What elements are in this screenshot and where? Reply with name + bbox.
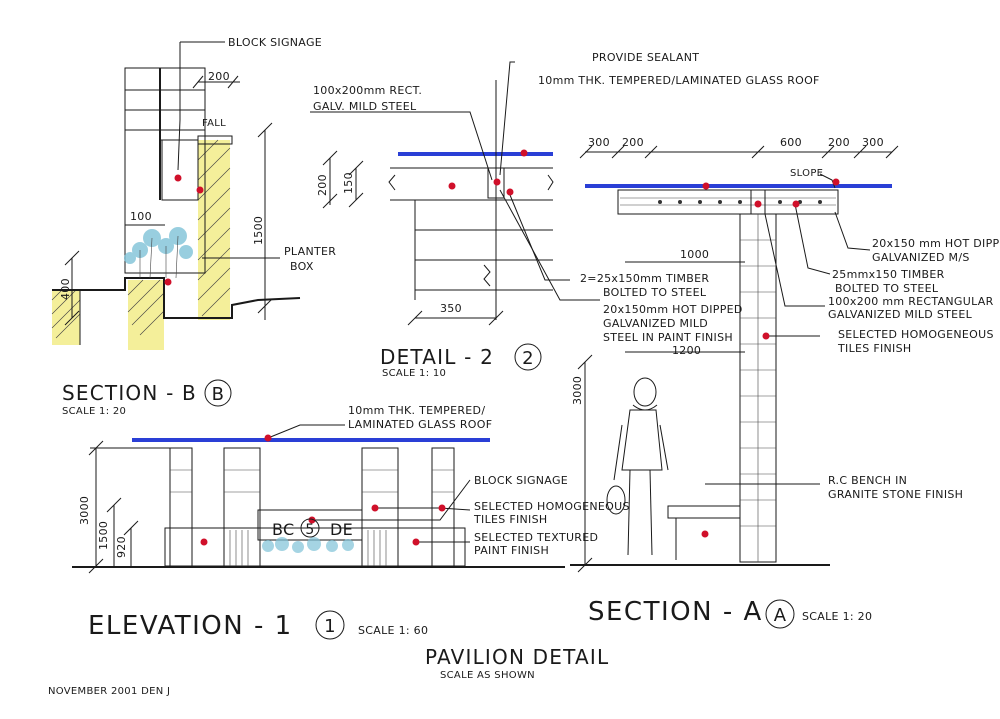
- detail-2-glass-label: 10mm THK. TEMPERED/LAMINATED GLASS ROOF: [538, 74, 820, 87]
- dim-200-d2: 200: [316, 174, 329, 196]
- elevation-1-scale: SCALE 1: 60: [358, 624, 428, 637]
- elevation-paint-label-1: SELECTED TEXTURED: [474, 531, 598, 544]
- section-b-callout-letter: B: [212, 384, 225, 405]
- dim-200-b: 200: [208, 70, 230, 83]
- hdg-label-2: GALVANIZED MILD: [603, 317, 708, 330]
- section-a-title: SECTION - A: [588, 597, 763, 627]
- fall-label: FALL: [202, 118, 226, 129]
- section-a-hdg-label-2: GALVANIZED M/S: [872, 251, 970, 264]
- dim-300-a-left: 300: [588, 136, 610, 149]
- elevation-tiles-label-1: SELECTED HOMOGENEOUS: [474, 500, 630, 513]
- section-a-callout-circle: [765, 599, 795, 629]
- dim-3000-a: 3000: [571, 376, 584, 405]
- elevation-1-title: ELEVATION - 1: [88, 611, 293, 641]
- bench-label-2: GRANITE STONE FINISH: [828, 488, 963, 501]
- dim-200-a-left: 200: [622, 136, 644, 149]
- section-a-scale: SCALE 1: 20: [802, 610, 872, 623]
- signage-letters-left: BC: [272, 520, 294, 539]
- signage-number: 5: [305, 522, 314, 538]
- dim-920-e: 920: [115, 536, 128, 558]
- dim-1500-e: 1500: [97, 521, 110, 550]
- section-a-timber-label-2: BOLTED TO STEEL: [835, 282, 939, 295]
- signage-number-circle: [300, 518, 320, 538]
- section-b-scale: SCALE 1: 20: [62, 406, 126, 417]
- dim-3000-e: 3000: [78, 496, 91, 525]
- elevation-paint-label-2: PAINT FINISH: [474, 544, 549, 557]
- rect-steel-label-1: 100x200mm RECT.: [313, 84, 422, 97]
- section-a-rect-label-2: GALVANIZED MILD STEEL: [828, 308, 973, 321]
- dim-1200-a: 1200: [672, 344, 701, 357]
- signage-letters-right: DE: [330, 520, 353, 539]
- bench-label-1: R.C BENCH IN: [828, 474, 907, 487]
- elevation-1-drawing: [72, 424, 565, 574]
- block-signage-label: BLOCK SIGNAGE: [228, 36, 322, 49]
- dim-200-a-right: 200: [828, 136, 850, 149]
- dim-300-a-right: 300: [862, 136, 884, 149]
- elevation-1-callout-number: 1: [324, 616, 336, 637]
- sheet-title: PAVILION DETAIL: [425, 645, 609, 669]
- elevation-tiles-label-2: TILES FINISH: [473, 513, 547, 526]
- planter-label: PLANTER: [284, 245, 336, 258]
- elevation-glass-label-2: LAMINATED GLASS ROOF: [348, 418, 492, 431]
- detail-2-drawing: [310, 61, 600, 326]
- hdg-label-3: STEEL IN PAINT FINISH: [603, 331, 733, 344]
- elevation-1-callout-circle: [315, 610, 345, 640]
- section-a-hdg-label-1: 20x150 mm HOT DIPPED: [872, 237, 1000, 250]
- dim-400-b: 400: [59, 278, 72, 300]
- dim-1000-a: 1000: [680, 248, 709, 261]
- elevation-signage-label: BLOCK SIGNAGE: [474, 474, 568, 487]
- dim-150-d2: 150: [342, 172, 355, 194]
- sheet-title-scale: SCALE AS SHOWN: [440, 670, 535, 681]
- timber-label-1: 2=25x150mm TIMBER: [580, 272, 709, 285]
- dim-100-b: 100: [130, 210, 152, 223]
- section-b-drawing: [51, 41, 301, 350]
- provide-sealant-label: PROVIDE SEALANT: [592, 51, 699, 64]
- section-a-drawing: [570, 145, 899, 573]
- section-a-callout-letter: A: [774, 605, 787, 626]
- rect-steel-label-2: GALV. MILD STEEL: [313, 100, 417, 113]
- section-a-timber-label-1: 25mmx150 TIMBER: [832, 268, 945, 281]
- detail-2-callout-number: 2: [522, 348, 534, 369]
- elevation-glass-label-1: 10mm THK. TEMPERED/: [348, 404, 485, 417]
- section-b-callout-circle: [204, 379, 232, 407]
- detail-2-scale: SCALE 1: 10: [382, 368, 446, 379]
- dim-350-d2: 350: [440, 302, 462, 315]
- dim-1500-b: 1500: [252, 216, 265, 245]
- section-b-title: SECTION - B: [62, 381, 197, 405]
- section-a-rect-label-1: 100x200 mm RECTANGULAR: [828, 295, 994, 308]
- detail-2-callout-circle: [514, 343, 542, 371]
- timber-label-2: BOLTED TO STEEL: [603, 286, 707, 299]
- dim-600-a: 600: [780, 136, 802, 149]
- section-a-tiles-label-2: TILES FINISH: [837, 342, 911, 355]
- box-label: BOX: [290, 260, 314, 273]
- footer-date: NOVEMBER 2001 DEN J: [48, 686, 170, 697]
- hdg-label-1: 20x150mm HOT DIPPED: [603, 303, 743, 316]
- detail-2-title: DETAIL - 2: [380, 345, 494, 369]
- slope-label: SLOPE: [790, 168, 823, 179]
- section-a-tiles-label-1: SELECTED HOMOGENEOUS: [838, 328, 994, 341]
